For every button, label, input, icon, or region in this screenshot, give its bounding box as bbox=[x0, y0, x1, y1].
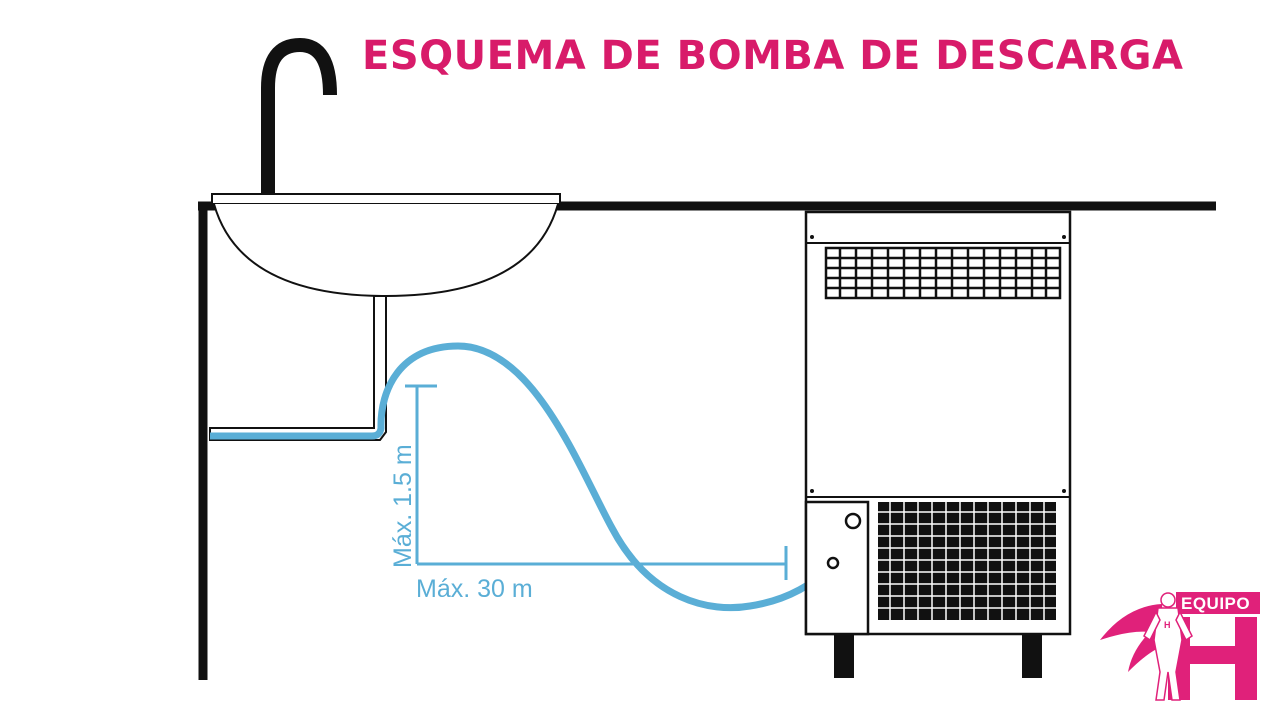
pump-indicator-light bbox=[844, 512, 862, 530]
ice-machine bbox=[804, 210, 1072, 678]
logo-text: EQUIPO bbox=[1181, 594, 1250, 613]
pump-outlet-connector bbox=[826, 556, 840, 570]
faucet bbox=[261, 37, 337, 194]
equipo-logo: EQUIPO H bbox=[1100, 592, 1260, 701]
screw-top-right bbox=[1062, 235, 1066, 239]
diagram-title: ESQUEMA DE BOMBA DE DESCARGA bbox=[362, 33, 1184, 79]
screw-mid-left bbox=[810, 489, 814, 493]
machine-leg-left bbox=[834, 634, 854, 678]
lower-vent-grille bbox=[878, 502, 1056, 620]
horizontal-dimension-label: Máx. 30 m bbox=[416, 575, 533, 603]
upper-vent-grille bbox=[824, 246, 1062, 300]
drain-pipe bbox=[209, 295, 387, 441]
machine-leg-right bbox=[1022, 634, 1042, 678]
sink-bowl bbox=[213, 203, 559, 298]
sink-rim bbox=[211, 193, 561, 205]
sink-basin bbox=[211, 193, 561, 298]
logo-emblem: H bbox=[1164, 620, 1171, 630]
screw-top-left bbox=[810, 235, 814, 239]
screw-mid-right bbox=[1062, 489, 1066, 493]
discharge-hose bbox=[377, 342, 836, 612]
vertical-dimension-label: Máx. 1.5 m bbox=[389, 444, 417, 568]
dimension-lines: Máx. 1.5 m Máx. 30 m bbox=[389, 384, 788, 603]
logo-hero-figure bbox=[1143, 592, 1193, 701]
logo-cape bbox=[1100, 604, 1164, 672]
logo-banner bbox=[1176, 592, 1260, 614]
logo-h-bar bbox=[1168, 646, 1257, 664]
